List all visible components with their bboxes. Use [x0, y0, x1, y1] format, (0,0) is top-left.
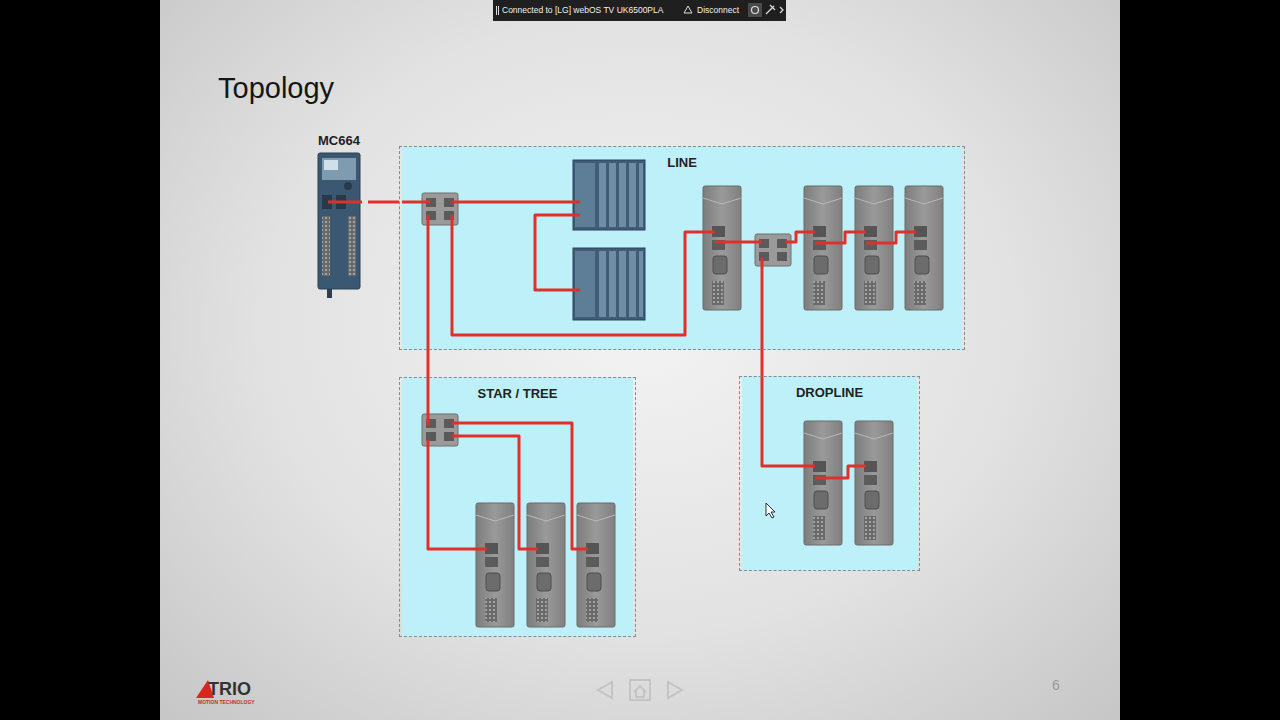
- drive-edge: [855, 433, 893, 439]
- drive-body: [855, 421, 893, 545]
- drive-terminal: [813, 516, 825, 540]
- servo-drive: [703, 186, 741, 310]
- drive-port: [536, 557, 549, 567]
- servo-drive: [855, 421, 893, 545]
- drive-body: [577, 503, 615, 627]
- drive-edge: [527, 515, 565, 521]
- drive-body: [476, 503, 514, 627]
- topology-region: DROPLINE: [739, 376, 920, 571]
- slide-background: [160, 0, 1120, 720]
- logo-text: TRIO: [208, 679, 251, 700]
- node-label: MC664: [310, 133, 368, 148]
- drive-edge: [476, 515, 514, 521]
- drive-connector: [587, 573, 601, 591]
- ethernet-connector: [368, 201, 399, 204]
- drive-connector: [915, 256, 929, 274]
- status-text: Connected to [LG] webOS TV UK6500PLA: [502, 5, 663, 15]
- topology-region: STAR / TREE: [399, 377, 636, 637]
- drive-connector: [814, 256, 828, 274]
- button-text: Disconnect: [697, 5, 739, 15]
- drive-connector: [865, 256, 879, 274]
- servo-drive: [804, 421, 842, 545]
- mouse-cursor: [766, 503, 775, 518]
- drive-terminal: [586, 598, 598, 622]
- drive-edge: [703, 198, 741, 204]
- drive-terminal: [536, 598, 548, 622]
- drive-connector: [865, 491, 879, 509]
- switch-port: [777, 252, 787, 261]
- ethernet-connector: [427, 350, 430, 377]
- controller: [318, 153, 360, 298]
- servo-drive: [905, 186, 943, 310]
- servo-drive: [577, 503, 615, 627]
- drive-terminal: [914, 281, 926, 305]
- drive-body: [855, 186, 893, 310]
- drive-edge: [804, 198, 842, 204]
- drive-edge: [577, 515, 615, 521]
- disconnect-icon: [684, 6, 692, 13]
- drive-body: [905, 186, 943, 310]
- drive-terminal: [864, 516, 876, 540]
- region-fill: [402, 377, 633, 637]
- drive-edge: [855, 198, 893, 204]
- drive-edge: [905, 198, 943, 204]
- switch-body: [755, 234, 791, 266]
- servo-drive: [476, 503, 514, 627]
- drive-connector: [713, 256, 727, 274]
- drive-connector: [814, 491, 828, 509]
- topology-region: LINE: [399, 146, 965, 350]
- drive-port: [864, 475, 877, 485]
- logo-tagline: MOTION TECHNOLOGY: [198, 699, 255, 705]
- drive-terminal: [485, 598, 497, 622]
- io-module: [573, 160, 645, 320]
- drive-body: [703, 186, 741, 310]
- page-number: 6: [1052, 677, 1060, 693]
- servo-drive: [804, 186, 842, 310]
- node-label: LINE: [400, 147, 964, 170]
- drive-edge: [804, 433, 842, 439]
- drive-port: [586, 557, 599, 567]
- drive-terminal: [712, 281, 724, 305]
- node-label: DROPLINE: [740, 377, 919, 400]
- drive-body: [804, 421, 842, 545]
- switch-port: [426, 432, 436, 441]
- servo-drive: [855, 186, 893, 310]
- ethernet-connector: [761, 350, 764, 376]
- drive-body: [527, 503, 565, 627]
- servo-drive: [527, 503, 565, 627]
- region-fill: [742, 376, 917, 571]
- node-label: STAR / TREE: [400, 378, 635, 401]
- settings-icon: [748, 3, 762, 17]
- drive-connector: [537, 573, 551, 591]
- drive-terminal: [864, 281, 876, 305]
- nav-icons: [598, 680, 682, 700]
- remote-bar: [493, 0, 786, 21]
- pin-icon: [766, 5, 775, 14]
- ethernet-switch: [755, 234, 791, 266]
- drive-port: [914, 240, 927, 250]
- slide-title: Topology: [218, 72, 334, 105]
- controller-node: MC664: [310, 133, 368, 300]
- region-fill: [402, 146, 962, 350]
- drive-body: [804, 186, 842, 310]
- drive-terminal: [813, 281, 825, 305]
- drive-connector: [486, 573, 500, 591]
- drive-port: [485, 557, 498, 567]
